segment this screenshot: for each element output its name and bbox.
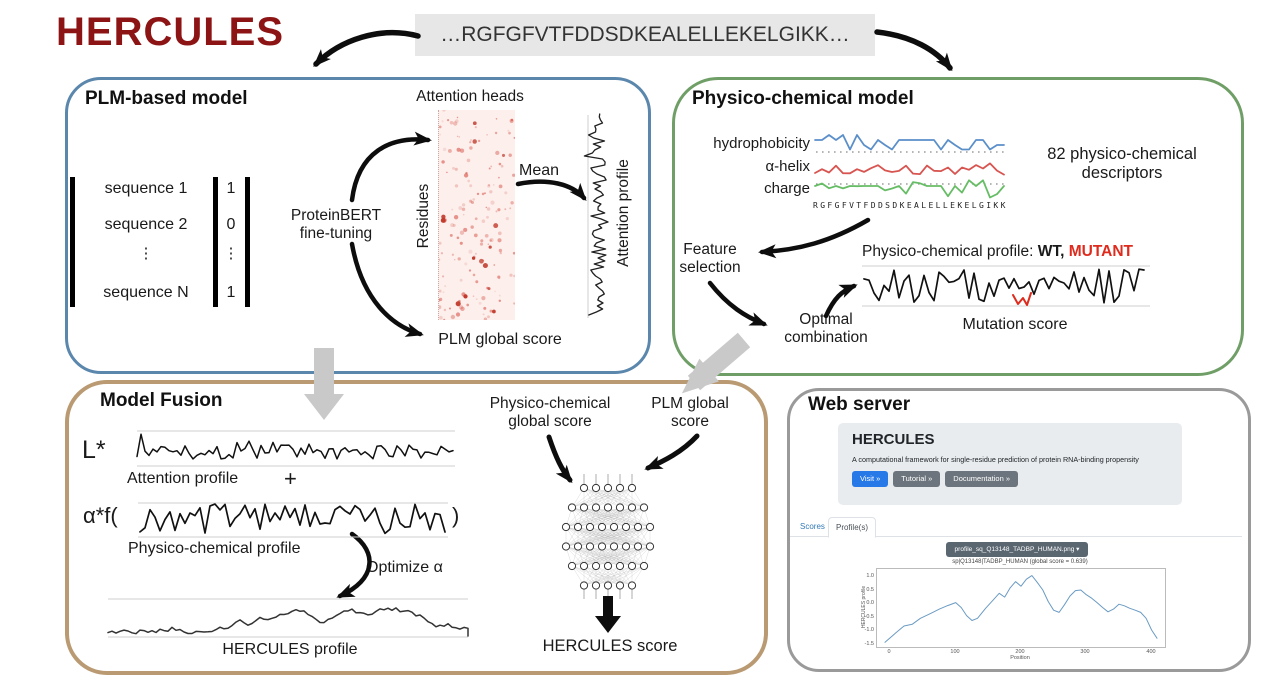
- descriptors-line1: 82 physico-chemical: [1047, 145, 1197, 163]
- physico-profile-title: Physico-chemical profile: WT, MUTANT: [862, 243, 1133, 261]
- plm-global-score-input-label: PLM global score: [630, 395, 750, 431]
- matrix-row: sequence 2: [104, 216, 188, 233]
- matrix-value: 1: [226, 180, 236, 197]
- hydrophobicity-label: hydrophobicity: [713, 135, 810, 152]
- webplot-ytick: 1.0: [866, 573, 874, 579]
- webplot-xtick: 400: [1146, 649, 1156, 655]
- physico-global-line1: Physico-chemical: [489, 395, 611, 412]
- profile-wt: WT,: [1037, 243, 1065, 260]
- matrix-ellipsis: ⋮: [138, 245, 154, 262]
- proteinbert-finetuning-label: ProteinBERT fine-tuning: [272, 207, 400, 243]
- alpha-f-term: α*f(: [83, 503, 118, 528]
- tutorial-button[interactable]: Tutorial »: [893, 471, 941, 487]
- proteinbert-line2: fine-tuning: [299, 225, 373, 242]
- tab-scores[interactable]: Scores: [800, 522, 825, 531]
- webplot-ytick: -1.0: [864, 627, 874, 633]
- web-hero-panel: HERCULES A computational framework for s…: [838, 423, 1182, 505]
- physico-box-title: Physico-chemical model: [692, 88, 914, 109]
- alpha-helix-label: α-helix: [765, 158, 810, 175]
- descriptors-line2: descriptors: [1081, 164, 1163, 182]
- tabs-underline: [790, 536, 1242, 537]
- physico-global-score-label: Physico-chemical global score: [468, 395, 632, 431]
- webplot-ytick: 0.5: [866, 587, 874, 593]
- matrix-ellipsis: ⋮: [223, 245, 239, 262]
- figure-title: HERCULES: [56, 10, 285, 54]
- matrix-value: 0: [226, 216, 236, 233]
- mutation-score-label: Mutation score: [962, 316, 1068, 333]
- matrix-bracket-mid: [213, 177, 218, 307]
- plm-global-score-label: PLM global score: [438, 331, 562, 348]
- matrix-row: sequence 1: [104, 180, 188, 197]
- webplot-title: sp|Q13148|TADBP_HUMAN (global score = 0.…: [952, 559, 1088, 565]
- optimal-combination-label: Optimal combination: [768, 311, 884, 347]
- fusion-box-title: Model Fusion: [100, 390, 223, 411]
- fusion-physico-profile-label: Physico-chemical profile: [128, 540, 301, 557]
- matrix-row: sequence N: [103, 284, 189, 301]
- webplot-xtick: 300: [1080, 649, 1090, 655]
- attention-heatmap: [438, 110, 515, 320]
- plm-global-line1: PLM global: [651, 395, 729, 412]
- proteinbert-line1: ProteinBERT: [290, 207, 382, 224]
- plm-box-title: PLM-based model: [85, 88, 248, 109]
- webplot-xtick: 100: [950, 649, 960, 655]
- attention-heatmap-dots: [439, 110, 515, 320]
- sequence-banner: …RGFGFVTFDDSDKEALELLEKELGIKK…: [415, 14, 875, 56]
- web-hero-heading: HERCULES: [852, 431, 935, 448]
- web-hero-description: A computational framework for single-res…: [852, 455, 1139, 464]
- webplot-line-svg: [884, 575, 1158, 643]
- arrow-banner-to-physico: [874, 29, 953, 72]
- webplot-frame: [876, 568, 1166, 648]
- webplot-xlabel: Position: [1010, 655, 1030, 661]
- hercules-score-label: HERCULES score: [542, 637, 678, 655]
- webplot-xtick: 200: [1015, 649, 1025, 655]
- optimal-line2: combination: [784, 329, 868, 346]
- physico-global-line2: global score: [508, 413, 592, 430]
- matrix-bracket-right: [245, 177, 250, 307]
- webplot-line: [884, 575, 1158, 643]
- profile-file-dropdown[interactable]: profile_sq_Q13148_TADBP_HUMAN.png ▾: [946, 542, 1088, 557]
- feature-line2: selection: [679, 259, 741, 276]
- plus-sign: +: [284, 466, 297, 491]
- webplot-ytick: -0.5: [864, 614, 874, 620]
- feature-selection-label: Feature selection: [660, 241, 760, 277]
- l-star-term: L*: [82, 436, 106, 464]
- profile-prefix: Physico-chemical profile:: [862, 243, 1038, 260]
- webplot-xtick: 0: [887, 649, 891, 655]
- visit-button[interactable]: Visit »: [852, 471, 889, 487]
- fusion-attention-profile-label: Attention profile: [127, 470, 239, 487]
- charge-label: charge: [764, 180, 810, 197]
- matrix-bracket-left: [70, 177, 75, 307]
- descriptors-note: 82 physico-chemical descriptors: [1010, 145, 1234, 183]
- matrix-value: 1: [226, 284, 236, 301]
- hercules-profile-label: HERCULES profile: [222, 641, 358, 658]
- optimal-line1: Optimal: [799, 311, 853, 328]
- residues-axis-label: Residues: [415, 183, 432, 249]
- web-box-title: Web server: [808, 394, 911, 415]
- close-paren: ): [452, 503, 460, 528]
- tab-profiles[interactable]: Profile(s): [828, 517, 876, 538]
- optimize-alpha-label: Optimize α: [366, 559, 443, 576]
- web-hero-buttons: Visit » Tutorial » Documentation »: [852, 471, 1018, 487]
- arrow-banner-to-plm: [313, 30, 421, 67]
- webplot-ytick: -1.5: [864, 641, 874, 647]
- plm-global-line2: score: [671, 413, 709, 430]
- feature-line1: Feature: [683, 241, 737, 258]
- attention-profile-axis-label: Attention profile: [615, 159, 632, 267]
- documentation-button[interactable]: Documentation »: [945, 471, 1018, 487]
- webplot-ytick: 0.0: [866, 600, 874, 606]
- mean-label: Mean: [519, 162, 560, 179]
- residue-tick-letters: RGFGFVTFDDSDKEALELLEKELGIKK: [813, 201, 1008, 210]
- attention-heads-label: Attention heads: [416, 88, 524, 105]
- profile-mutant: MUTANT: [1068, 243, 1134, 260]
